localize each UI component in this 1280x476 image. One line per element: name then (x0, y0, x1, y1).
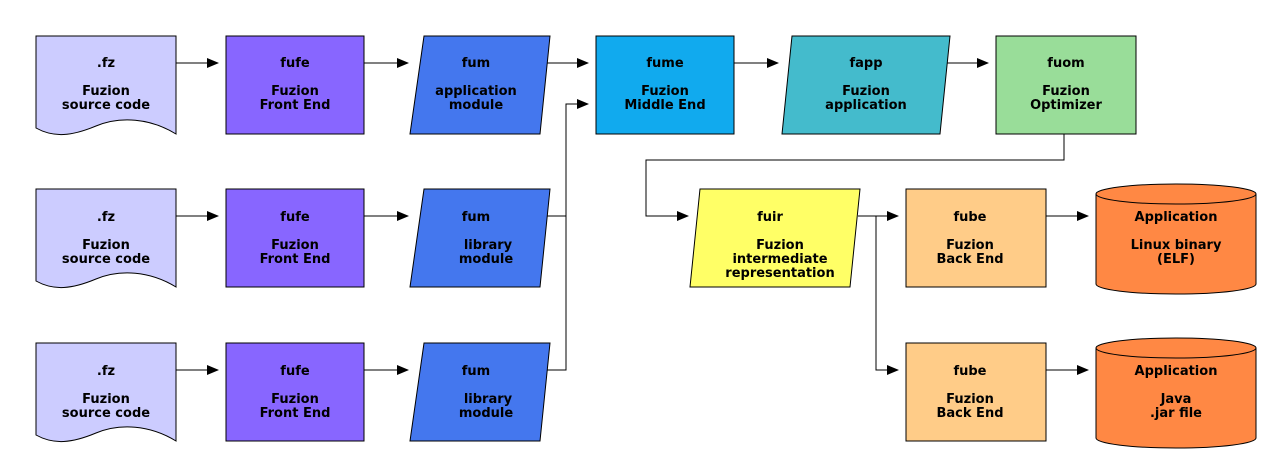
node-line: Linux binary (1131, 238, 1222, 253)
node-title: fapp (849, 56, 882, 71)
node-line: Fuzion (271, 238, 319, 253)
node-title: Application (1135, 364, 1218, 379)
process-box (905, 188, 1047, 288)
node-application: fapp Fuzion application (781, 35, 951, 135)
document-shape (35, 188, 177, 289)
node-line: Fuzion (82, 84, 130, 99)
node-title: fum (462, 56, 490, 71)
node-front-end-1: fufe Fuzion Front End (225, 35, 365, 135)
node-line: module (459, 252, 513, 267)
node-line: intermediate (732, 252, 827, 267)
node-line: Java (1160, 392, 1192, 407)
node-front-end-2: fufe Fuzion Front End (225, 188, 365, 288)
node-title: fuom (1047, 56, 1084, 71)
document-shape (35, 342, 177, 443)
node-title: .fz (97, 56, 115, 71)
data-parallelogram (781, 35, 951, 135)
process-box (225, 342, 365, 442)
node-line: application (825, 98, 907, 113)
node-middle-end: fume Fuzion Middle End (595, 35, 735, 135)
node-title: .fz (97, 364, 115, 379)
node-output-java-jar: Application Java .jar file (1095, 337, 1257, 449)
node-title: Application (1135, 210, 1218, 225)
node-line: Fuzion (756, 238, 804, 253)
node-line: Fuzion (842, 84, 890, 99)
node-line: source code (62, 252, 150, 267)
data-parallelogram (409, 35, 551, 135)
arrow-fuom-to-fuir (645, 134, 1065, 221)
arrow-library-modules-to-fume (565, 99, 589, 216)
data-parallelogram (409, 188, 551, 288)
node-line: Front End (260, 98, 331, 113)
process-box (225, 35, 365, 135)
cylinder-top (1095, 183, 1257, 205)
process-box (595, 35, 735, 135)
node-line: module (459, 406, 513, 421)
node-line: Fuzion (641, 84, 689, 99)
node-optimizer: fuom Fuzion Optimizer (995, 35, 1137, 135)
cylinder-body (1095, 348, 1257, 449)
process-box (905, 342, 1047, 442)
node-line: source code (62, 98, 150, 113)
node-title: fuir (757, 210, 783, 225)
arrow-fuir-to-fube2 (875, 216, 899, 375)
node-line: source code (62, 406, 150, 421)
node-title: fum (462, 210, 490, 225)
node-line: Fuzion (1042, 84, 1090, 99)
node-title: fume (646, 56, 683, 71)
node-module-application: fum application module (409, 35, 551, 135)
node-line: Middle End (624, 98, 705, 113)
connectors (176, 58, 1089, 375)
node-line: Fuzion (82, 392, 130, 407)
node-line: Fuzion (271, 84, 319, 99)
node-line: Optimizer (1030, 98, 1102, 113)
node-title: fufe (280, 56, 310, 71)
node-line: Back End (937, 252, 1004, 267)
node-line: Front End (260, 406, 331, 421)
node-line: application (435, 84, 517, 99)
node-line: .jar file (1150, 406, 1202, 421)
node-line: Front End (260, 252, 331, 267)
node-module-library-1: fum library module (409, 188, 551, 288)
node-intermediate-representation: fuir Fuzion intermediate representation (689, 188, 861, 288)
node-source-file-3: .fz Fuzion source code (35, 342, 177, 443)
node-line: Back End (937, 406, 1004, 421)
node-line: (ELF) (1157, 252, 1195, 267)
node-line: library (464, 238, 513, 253)
node-title: fufe (280, 210, 310, 225)
process-box (995, 35, 1137, 135)
cylinder-top (1095, 337, 1257, 359)
node-title: fube (953, 364, 986, 379)
node-back-end-1: fube Fuzion Back End (905, 188, 1047, 288)
node-line: Fuzion (271, 392, 319, 407)
node-module-library-2: fum library module (409, 342, 551, 442)
node-line: library (464, 392, 513, 407)
data-parallelogram (409, 342, 551, 442)
node-source-file-1: .fz Fuzion source code (35, 35, 177, 136)
node-line: representation (725, 266, 834, 281)
node-back-end-2: fube Fuzion Back End (905, 342, 1047, 442)
node-line: Fuzion (946, 392, 994, 407)
node-title: fufe (280, 364, 310, 379)
cylinder-body (1095, 194, 1257, 295)
node-title: fube (953, 210, 986, 225)
node-source-file-2: .fz Fuzion source code (35, 188, 177, 289)
node-front-end-3: fufe Fuzion Front End (225, 342, 365, 442)
data-parallelogram (689, 188, 861, 288)
node-title: .fz (97, 210, 115, 225)
node-line: module (449, 98, 503, 113)
node-output-linux-binary: Application Linux binary (ELF) (1095, 183, 1257, 295)
node-title: fum (462, 364, 490, 379)
node-line: Fuzion (946, 238, 994, 253)
process-box (225, 188, 365, 288)
connector-library-modules-to-fume (544, 215, 567, 371)
node-line: Fuzion (82, 238, 130, 253)
document-shape (35, 35, 177, 136)
